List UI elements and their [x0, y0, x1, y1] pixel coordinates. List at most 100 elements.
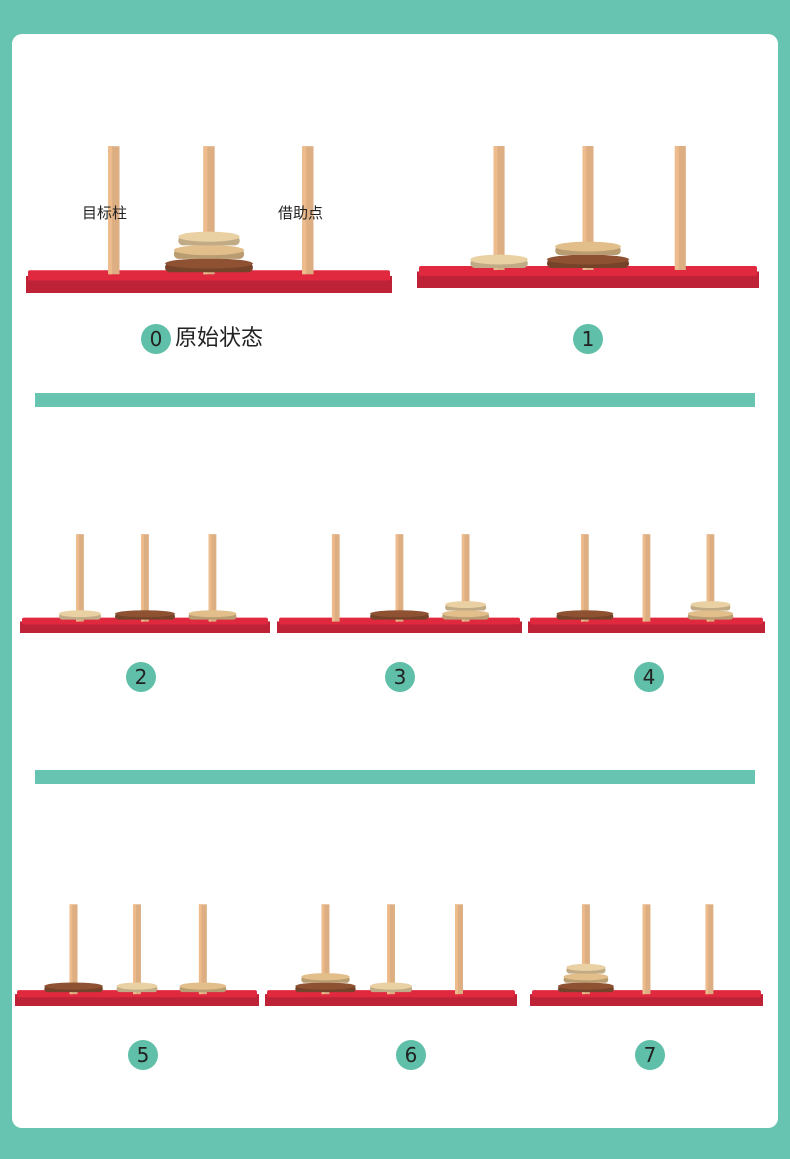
peg	[493, 146, 505, 270]
tower-panel-step-4	[528, 530, 765, 635]
peg-highlight	[69, 904, 73, 995]
step-badge: 5	[128, 1040, 158, 1070]
disk-top-small	[116, 982, 158, 990]
disk-top-small	[566, 963, 606, 971]
disk-top-small	[470, 254, 528, 265]
tower-panel-step-1	[417, 140, 759, 290]
section-divider	[35, 770, 755, 784]
tower-illustration	[15, 904, 259, 1006]
peg	[208, 534, 217, 622]
disk-top-small	[59, 610, 101, 618]
peg	[203, 146, 215, 275]
disk-top-small	[690, 601, 731, 609]
peg	[141, 534, 149, 622]
disk-top-medium	[301, 973, 350, 981]
disk-top-large	[44, 982, 103, 990]
peg-highlight	[581, 534, 584, 622]
disk-top-large	[370, 610, 429, 618]
tower-illustration	[530, 904, 763, 1006]
peg	[321, 904, 330, 995]
peg	[642, 534, 651, 622]
peg	[581, 534, 589, 622]
disk-top-medium	[687, 610, 734, 618]
helper-peg-label: 借助点	[278, 204, 324, 222]
peg-highlight	[642, 534, 646, 622]
base-board-front	[530, 994, 763, 1006]
disk-top-medium	[442, 610, 490, 618]
peg	[642, 904, 651, 995]
step-badge: 4	[634, 662, 664, 692]
peg	[108, 146, 120, 275]
peg-highlight	[321, 904, 325, 995]
disk-top-large	[546, 254, 630, 265]
peg	[69, 904, 78, 995]
tower-panel-step-6	[265, 900, 517, 1008]
peg-highlight	[461, 534, 465, 622]
step-badge: 1	[573, 324, 603, 354]
peg	[581, 904, 590, 995]
peg-highlight	[141, 534, 144, 622]
disk-top-medium	[188, 610, 237, 618]
tower-illustration	[417, 146, 759, 288]
step-badge: 2	[126, 662, 156, 692]
disk-top-large	[115, 610, 175, 618]
peg	[582, 146, 594, 270]
peg	[76, 534, 84, 622]
peg	[461, 534, 470, 622]
peg	[331, 534, 340, 622]
disk-top-small	[178, 231, 240, 242]
peg-highlight	[455, 904, 458, 995]
peg-highlight	[642, 904, 646, 995]
peg-highlight	[395, 534, 399, 622]
peg-highlight	[387, 904, 390, 995]
peg	[198, 904, 207, 995]
disk-top-large	[165, 258, 253, 269]
disk-top-medium	[179, 982, 227, 990]
peg	[674, 146, 686, 270]
step-badge: 6	[396, 1040, 426, 1070]
peg	[302, 146, 314, 275]
step-badge: 3	[385, 662, 415, 692]
step-badge: 0	[141, 324, 171, 354]
tower-panel-step-7	[530, 900, 763, 1008]
disk-top-large	[556, 610, 614, 618]
peg-highlight	[76, 534, 79, 622]
base-board-front	[528, 621, 765, 633]
tower-illustration	[528, 534, 765, 633]
tower-panel-step-2	[20, 530, 270, 635]
peg-highlight	[203, 146, 208, 275]
peg-highlight	[208, 534, 212, 622]
disk-top-medium	[563, 973, 609, 981]
step-badge: 7	[635, 1040, 665, 1070]
disk-top-large	[557, 982, 614, 990]
peg-highlight	[705, 904, 709, 995]
peg-highlight	[302, 146, 307, 275]
peg-highlight	[706, 534, 710, 622]
disk-top-medium	[555, 241, 621, 252]
initial-state-caption: 原始状态	[175, 326, 264, 351]
base-board-front	[265, 994, 517, 1006]
tower-panel-step-0	[26, 140, 392, 295]
peg-highlight	[133, 904, 136, 995]
base-board-front	[20, 621, 270, 633]
disk-top-medium	[173, 244, 245, 256]
tower-illustration	[277, 534, 522, 633]
disk-top-large	[295, 982, 356, 990]
target-peg-label: 目标柱	[82, 204, 128, 222]
tower-panel-step-3	[277, 530, 522, 635]
peg	[133, 904, 141, 995]
peg-highlight	[581, 904, 585, 995]
peg-highlight	[331, 534, 335, 622]
tower-panel-step-5	[15, 900, 259, 1008]
peg	[387, 904, 395, 995]
tower-illustration	[20, 534, 270, 633]
peg	[706, 534, 715, 622]
disk-top-small	[445, 601, 487, 609]
tower-illustration	[265, 904, 517, 1006]
peg-highlight	[108, 146, 113, 275]
peg-highlight	[493, 146, 498, 270]
disk-top-small	[369, 982, 413, 990]
section-divider	[35, 393, 755, 407]
peg	[455, 904, 463, 995]
peg	[705, 904, 714, 995]
